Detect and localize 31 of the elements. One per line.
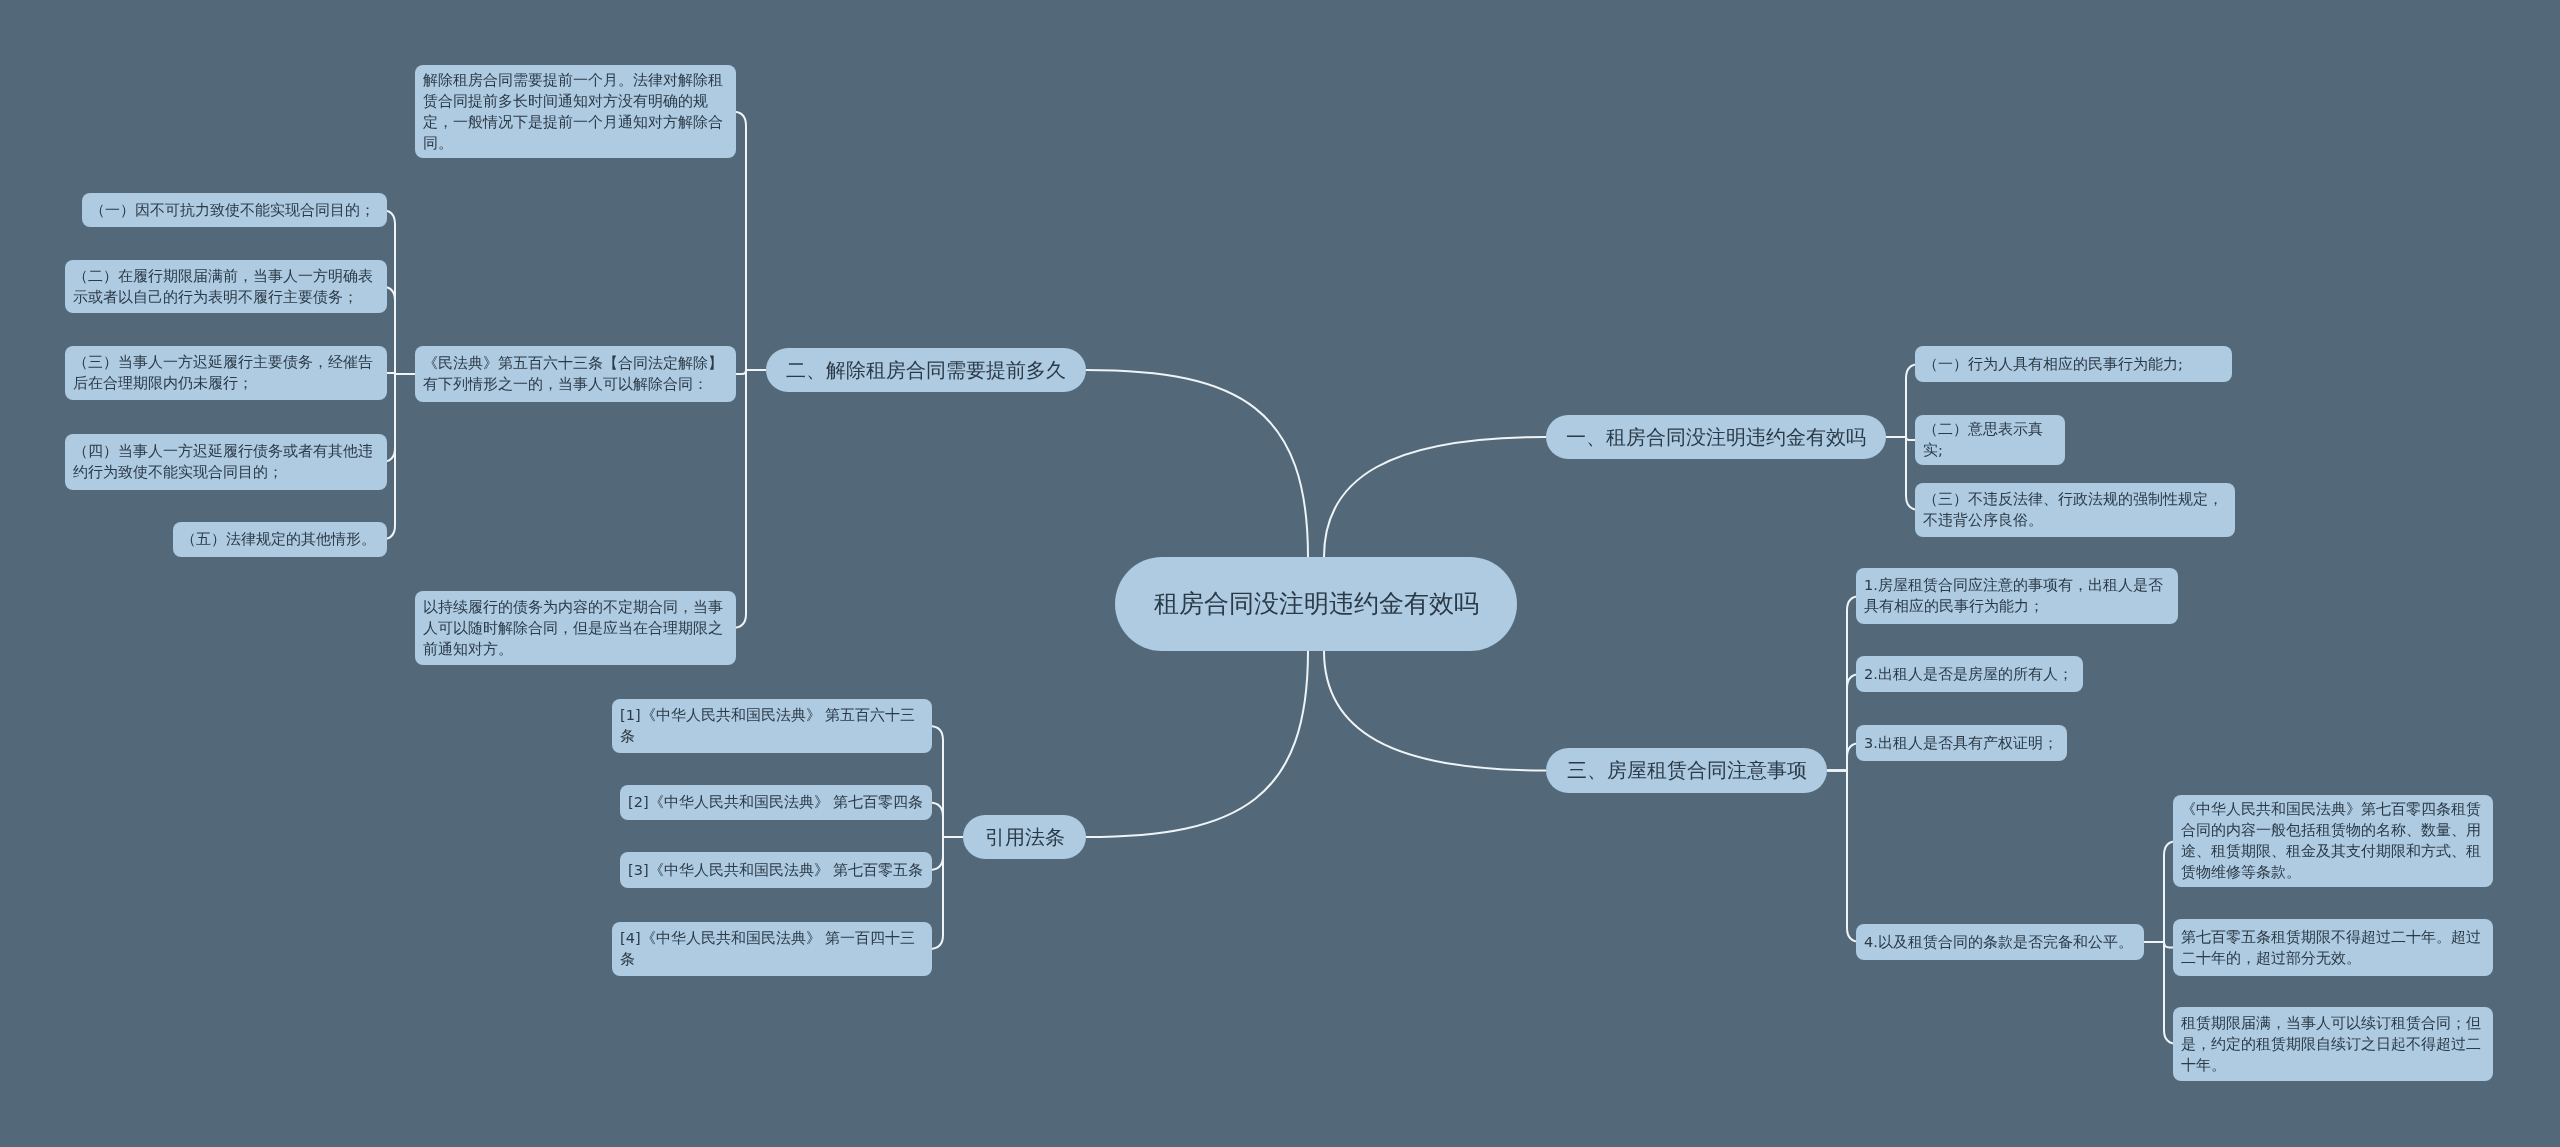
branch-topic: 三、房屋租赁合同注意事项 <box>1546 748 1827 793</box>
leaf-box: （一）因不可抗力致使不能实现合同目的； <box>82 193 387 227</box>
connector-line <box>1323 436 1547 558</box>
leaf-box: 《民法典》第五百六十三条【合同法定解除】有下列情形之一的，当事人可以解除合同： <box>415 346 736 402</box>
leaf-box: （一）行为人具有相应的民事行为能力; <box>1915 346 2232 382</box>
branch-topic: 引用法条 <box>963 815 1086 859</box>
leaf-box: 1.房屋租赁合同应注意的事项有，出租人是否具有相应的民事行为能力； <box>1856 568 2178 624</box>
leaf-box: [3]《中华人民共和国民法典》 第七百零五条 <box>620 852 932 888</box>
leaf-box: [4]《中华人民共和国民法典》 第一百四十三条 <box>612 922 932 976</box>
leaf-box: 解除租房合同需要提前一个月。法律对解除租赁合同提前多长时间通知对方没有明确的规定，一般情况下是提前一个月通知对方解除合同。 <box>415 65 736 158</box>
branch-topic: 二、解除租房合同需要提前多久 <box>766 348 1086 392</box>
leaf-box: [1]《中华人民共和国民法典》 第五百六十三条 <box>612 699 932 753</box>
leaf-box: 第七百零五条租赁期限不得超过二十年。超过二十年的，超过部分无效。 <box>2173 919 2493 976</box>
branch-topic: 一、租房合同没注明违约金有效吗 <box>1546 415 1886 459</box>
leaf-box: 2.出租人是否是房屋的所有人； <box>1856 656 2083 692</box>
connector-line <box>1323 650 1547 772</box>
leaf-box: 《中华人民共和国民法典》第七百零四条租赁合同的内容一般包括租赁物的名称、数量、用途、租赁期限、租金及其支付期限和方式、租赁物维修等条款。 <box>2173 795 2493 887</box>
leaf-box: （四）当事人一方迟延履行债务或者有其他违约行为致使不能实现合同目的； <box>65 434 387 490</box>
connector-line <box>1085 650 1309 838</box>
leaf-box: （二）意思表示真实; <box>1915 415 2065 465</box>
central-topic: 租房合同没注明违约金有效吗 <box>1115 557 1517 651</box>
connector-line <box>1085 369 1309 558</box>
leaf-box: 4.以及租赁合同的条款是否完备和公平。 <box>1856 924 2144 960</box>
leaf-box: 租赁期限届满，当事人可以续订租赁合同；但是，约定的租赁期限自续订之日起不得超过二十年。 <box>2173 1007 2493 1081</box>
leaf-box: [2]《中华人民共和国民法典》 第七百零四条 <box>620 785 932 820</box>
leaf-box: 3.出租人是否具有产权证明； <box>1856 725 2067 761</box>
leaf-box: 以持续履行的债务为内容的不定期合同，当事人可以随时解除合同，但是应当在合理期限之前通知对方。 <box>415 591 736 665</box>
leaf-box: （三）不违反法律、行政法规的强制性规定，不违背公序良俗。 <box>1915 483 2235 537</box>
leaf-box: （二）在履行期限届满前，当事人一方明确表示或者以自己的行为表明不履行主要债务； <box>65 260 387 313</box>
leaf-box: （三）当事人一方迟延履行主要债务，经催告后在合理期限内仍未履行； <box>65 346 387 400</box>
leaf-box: （五）法律规定的其他情形。 <box>173 522 387 557</box>
